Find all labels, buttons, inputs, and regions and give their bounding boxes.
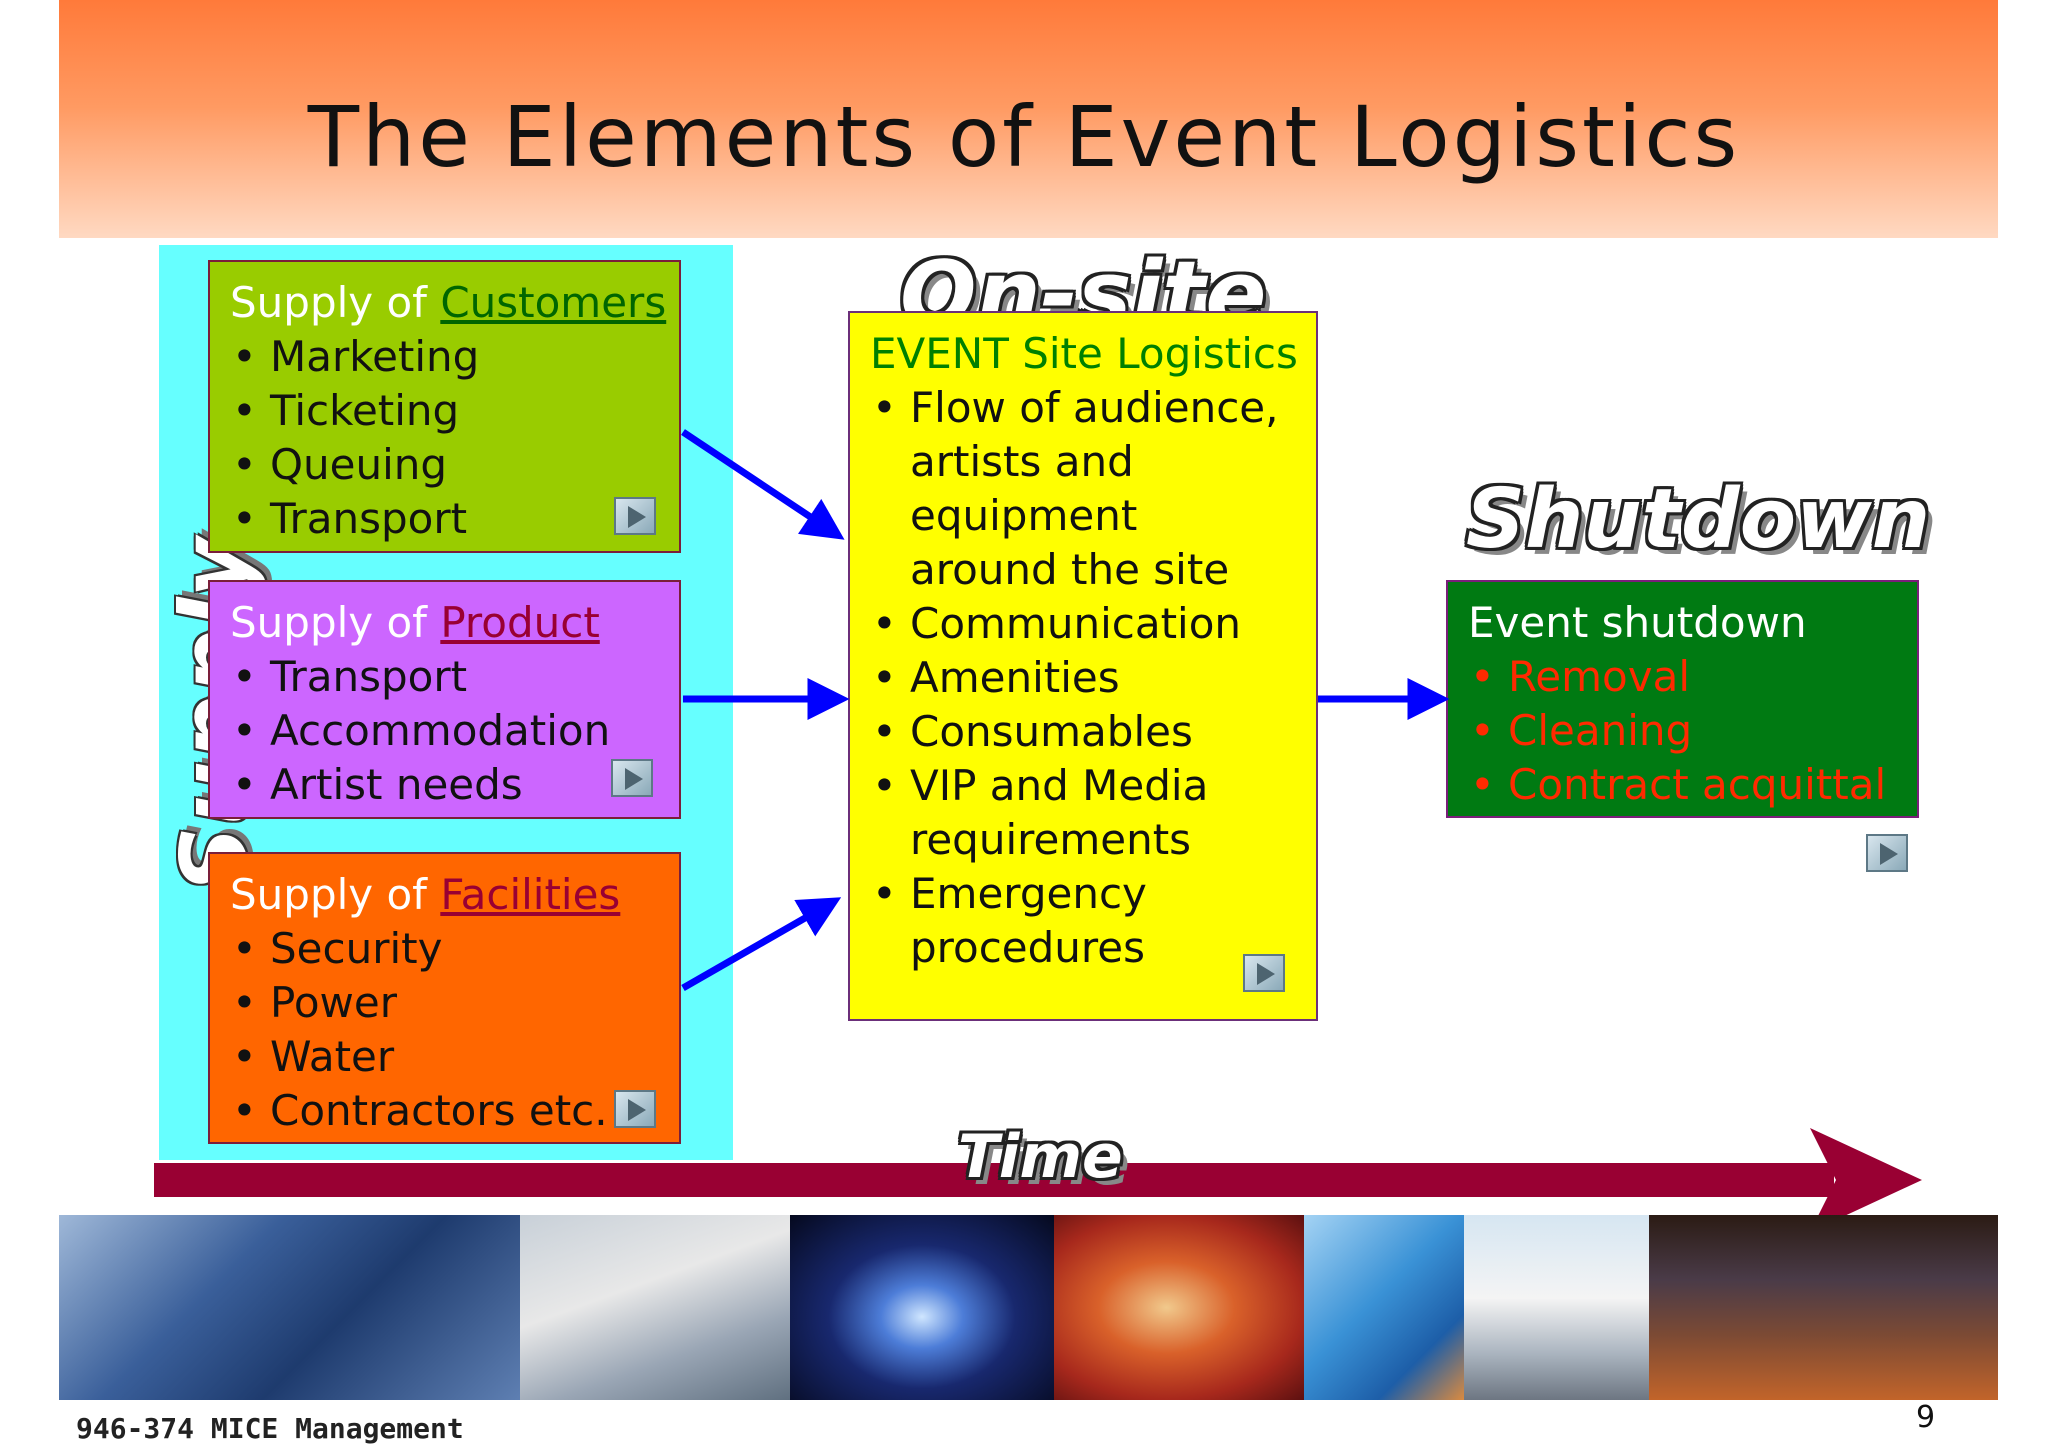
world-map-airplane-image — [520, 1215, 790, 1400]
shutdown-list: Removal Cleaning Contract acquittal — [1468, 650, 1897, 812]
onsite-box: EVENT Site Logistics Flow of audience, a… — [848, 311, 1318, 1021]
list-item: Queuing — [230, 438, 659, 492]
shipping-port-image — [59, 1215, 520, 1400]
list-item: Ticketing — [230, 384, 659, 438]
customers-heading: Supply of Customers — [230, 276, 666, 330]
shutdown-heading: Event shutdown — [1468, 598, 1807, 647]
arrow-customers-to-onsite — [681, 429, 845, 540]
list-item: Consumables — [870, 705, 1296, 759]
customers-link[interactable]: Customers — [440, 278, 667, 327]
onsite-list: Flow of audience, artists and equipment … — [870, 381, 1296, 975]
onsite-heading: EVENT Site Logistics — [870, 329, 1298, 378]
facilities-link[interactable]: Facilities — [440, 870, 621, 919]
list-item: Flow of audience, artists and equipment … — [870, 381, 1296, 597]
play-button-icon[interactable] — [1243, 954, 1285, 992]
course-footer: 946-374 MICE Management — [76, 1412, 464, 1445]
arrow-facilities-to-onsite — [681, 897, 842, 992]
shutdown-box: Event shutdown Removal Cleaning Contract… — [1446, 580, 1919, 818]
list-item: Removal — [1468, 650, 1897, 704]
truck-airplane-image — [1464, 1215, 1649, 1400]
list-item: Communication — [870, 597, 1296, 651]
product-heading: Supply of Product — [230, 596, 659, 650]
auditorium-image — [1649, 1215, 1998, 1400]
list-item: Security — [230, 922, 659, 976]
time-label: Time — [958, 1122, 1123, 1192]
play-button-icon[interactable] — [1866, 834, 1908, 872]
list-item: Water — [230, 1030, 659, 1084]
list-item: VIP and Media requirements — [870, 759, 1296, 867]
play-button-icon[interactable] — [614, 497, 656, 535]
time-arrow — [154, 1128, 1922, 1232]
play-button-icon[interactable] — [614, 1090, 656, 1128]
shutdown-label: Shutdown — [1466, 472, 1931, 567]
facilities-heading: Supply of Facilities — [230, 868, 659, 922]
photo-strip — [59, 1215, 1998, 1400]
concert-stage-image — [790, 1215, 1054, 1400]
facilities-heading-prefix: Supply of — [230, 870, 441, 919]
facilities-list: Security Power Water Contractors etc. — [230, 922, 659, 1138]
customers-box: Supply of Customers Marketing Ticketing … — [208, 260, 681, 553]
list-item: Amenities — [870, 651, 1296, 705]
page-number: 9 — [1916, 1400, 1936, 1435]
list-item: Contractors etc. — [230, 1084, 659, 1138]
product-link[interactable]: Product — [440, 598, 600, 647]
list-item: Artist needs — [230, 758, 659, 812]
title-banner — [59, 0, 1998, 238]
list-item: Accommodation — [230, 704, 659, 758]
list-item: Emergency procedures — [870, 867, 1296, 975]
list-item: Contract acquittal — [1468, 758, 1897, 812]
list-item: Marketing — [230, 330, 659, 384]
product-box: Supply of Product Transport Accommodatio… — [208, 580, 681, 819]
world-logistics-image — [1304, 1215, 1464, 1400]
list-item: Cleaning — [1468, 704, 1897, 758]
product-heading-prefix: Supply of — [230, 598, 441, 647]
facilities-box: Supply of Facilities Security Power Wate… — [208, 852, 681, 1144]
globe-map-image — [1054, 1215, 1304, 1400]
customers-heading-prefix: Supply of — [230, 278, 441, 327]
product-list: Transport Accommodation Artist needs — [230, 650, 659, 812]
list-item: Transport — [230, 492, 659, 546]
customers-list: Marketing Ticketing Queuing Transport — [230, 330, 659, 546]
list-item: Transport — [230, 650, 659, 704]
slide-title: The Elements of Event Logistics — [307, 88, 1741, 186]
list-item: Power — [230, 976, 659, 1030]
play-button-icon[interactable] — [611, 759, 653, 797]
